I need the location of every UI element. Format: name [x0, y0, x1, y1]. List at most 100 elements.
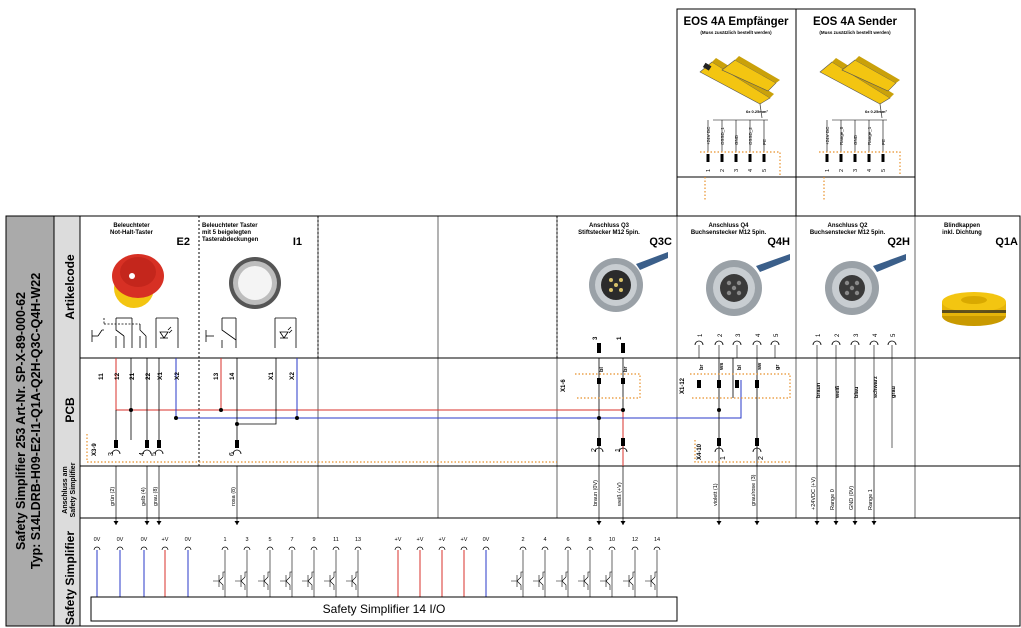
q2-pin-cup-2	[850, 340, 860, 346]
terminal-left-1-label: 0V	[117, 537, 124, 543]
eos-pin-number-1-1: 2	[839, 169, 845, 172]
q2-wire-0-label: +24VDC (+V)	[811, 477, 817, 510]
x39-plug-number-2: 5	[151, 452, 158, 456]
x39-plug-1	[142, 440, 152, 455]
q2-wire-1-arrow	[833, 521, 839, 525]
q3-pcb-plug-1	[621, 378, 625, 384]
x39-plug-2-body	[157, 440, 161, 448]
simplifier-module-label: Safety Simplifier 14 I/O	[323, 602, 446, 616]
q3-pin-plug-0	[597, 343, 601, 353]
terminal-power-1-cup	[416, 546, 424, 551]
terminal-power-2-label: +V	[439, 537, 446, 543]
q4-plug-0-body	[717, 438, 721, 446]
eos-pin-label-1-1: Range_0	[839, 126, 844, 145]
connector-x39: X3-9	[92, 443, 98, 456]
q4-plug-0	[714, 438, 724, 453]
i1-terminal-0: 13	[213, 372, 220, 380]
terminal-input-a-6-cup	[354, 546, 362, 551]
e2-terminal-3: 22	[145, 372, 152, 380]
q3-plug-0	[594, 438, 604, 453]
eos-pin-plug-1-4	[881, 154, 885, 162]
title-line-1: Safety Simplifier 253 Art-Nr. SP-X-89-00…	[14, 292, 28, 550]
component-label-2-1: Stiftstecker M12 5pin.	[578, 230, 640, 236]
eos-pin-plug-0-0	[706, 154, 710, 162]
eos-sender-subtitle: (Muss zusätzlich bestellt werden)	[819, 30, 891, 35]
q2-color-2: blau	[854, 387, 860, 398]
i1-wire-0-arrow	[234, 521, 240, 525]
terminal-left-3-label: +V	[162, 537, 169, 543]
q4-plug-number-1: 2	[758, 456, 765, 460]
q4-color-1: ws	[719, 363, 725, 371]
row-label-column	[53, 215, 81, 627]
component-code-0: E2	[177, 236, 190, 248]
q2-pin-cup-0	[812, 340, 822, 346]
q2-wire-0-arrow	[814, 521, 820, 525]
terminal-left-4-cup	[184, 546, 192, 551]
i1-wire-0-label: rosa (8)	[231, 487, 237, 506]
q4-pin-cup-1	[714, 340, 724, 346]
terminal-input-b-0-label: 2	[521, 537, 524, 543]
q4-pin-4: 5	[774, 333, 780, 337]
i1-terminal-1: 14	[229, 372, 236, 380]
eos-pin-number-1-0: 1	[825, 169, 831, 172]
terminal-input-b-1-label: 4	[543, 537, 546, 543]
x39-plug-2-cup	[154, 449, 164, 455]
x39-plug-0-cup	[111, 449, 121, 455]
eos-pin-plug-1-1	[839, 154, 843, 162]
light-curtain-sender-image	[819, 56, 900, 119]
q2-color-1: weiß	[835, 385, 841, 399]
q4-pin-cup-3	[752, 340, 762, 346]
q4-pcb-plug-1	[717, 380, 721, 388]
x39-plug-1-body	[145, 440, 149, 448]
eos-pin-plug-0-3	[748, 154, 752, 162]
terminal-left-4-label: 0V	[185, 537, 192, 543]
e2-terminal-2: 21	[129, 372, 136, 380]
e2-wire-1-arrow	[144, 521, 150, 525]
eos-wire-note-1: 6x 0.25mm²	[865, 109, 887, 114]
connector-x410: X4-10	[697, 443, 703, 460]
terminal-input-b-2-cup	[564, 546, 572, 551]
component-code-5: Q1A	[995, 236, 1018, 248]
terminal-left-0-label: 0V	[94, 537, 101, 543]
row-label-safety: Safety Simplifier	[63, 531, 77, 625]
terminal-input-b-2-label: 6	[566, 537, 569, 543]
terminal-input-b-0-switch	[511, 571, 523, 590]
q2-pin-cup-4	[887, 340, 897, 346]
q3-color-0: bl	[599, 367, 605, 372]
q2-pin-3: 4	[873, 333, 879, 337]
q4-wire-1-arrow	[754, 521, 760, 525]
eos-pin-plug-0-2	[734, 154, 738, 162]
terminal-input-a-1-cup	[243, 546, 251, 551]
x39-plug-1-cup	[142, 449, 152, 455]
terminal-input-a-0-switch	[213, 571, 225, 590]
terminal-input-b-3-label: 8	[588, 537, 591, 543]
q4-pcb-plug-0	[697, 380, 701, 388]
e2-wire-1-label: gelb (4)	[141, 487, 147, 506]
x39-plug-0-body	[114, 440, 118, 448]
terminal-power-1-label: +V	[417, 537, 424, 543]
x39-plug-6	[232, 440, 242, 455]
terminal-input-b-0-cup	[519, 546, 527, 551]
eos-pin-label-1-0: +24V DC	[825, 126, 830, 145]
eos-pin-label-0-2: GND	[734, 134, 739, 145]
q4-plug-1	[752, 438, 762, 453]
terminal-input-b-4-label: 10	[609, 537, 615, 543]
eos-pin-number-0-4: 5	[762, 169, 768, 172]
q4-plug-1-body	[755, 438, 759, 446]
terminal-power-4-cup	[482, 546, 490, 551]
terminal-input-a-5-label: 11	[333, 537, 339, 543]
terminal-input-b-5-label: 12	[632, 537, 638, 543]
e2-wire-0-label: grün (2)	[110, 487, 116, 506]
component-label-5-0: Blindkappen	[944, 223, 980, 229]
terminal-input-b-6-cup	[653, 546, 661, 551]
component-label-0-1: Not-Halt-Taster	[110, 230, 154, 236]
emergency-stop-image	[112, 254, 164, 308]
component-code-3: Q4H	[767, 236, 790, 248]
q4-color-2: bl	[737, 365, 743, 370]
q2-pin-1: 2	[835, 333, 841, 337]
component-label-0-0: Beleuchteter	[113, 223, 150, 229]
q3-plug-number-1: 1	[615, 448, 622, 452]
terminal-input-b-6-label: 14	[654, 537, 660, 543]
q4-wire-0-label: violett (1)	[713, 483, 719, 506]
